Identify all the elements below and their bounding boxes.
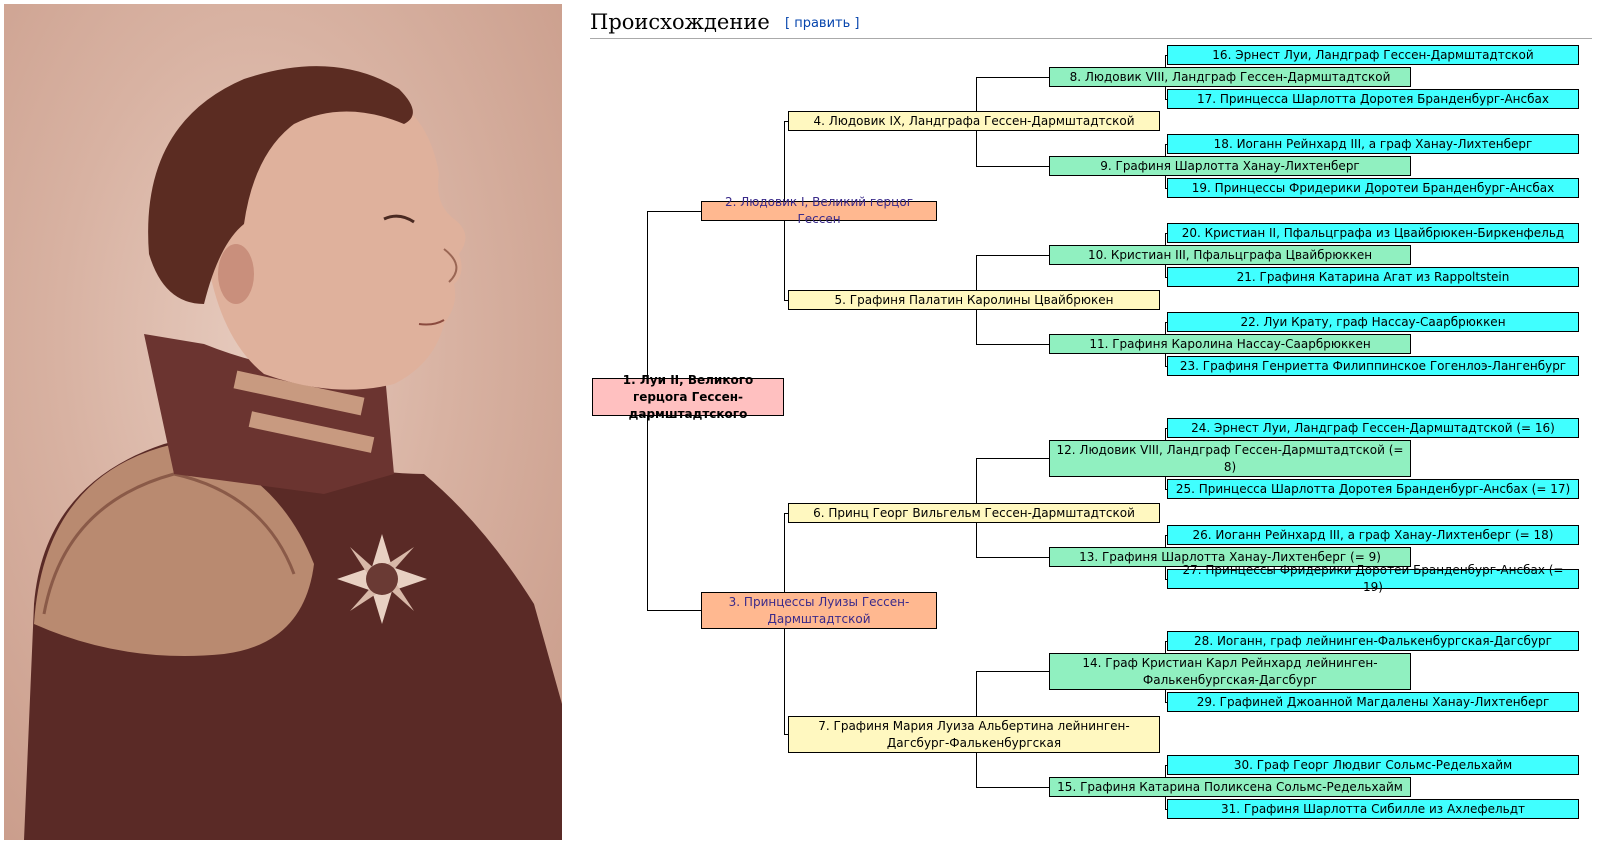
ancestor-8[interactable]: 8. Людовик VIII, Ландграф Гессен-Дармшта… (1049, 67, 1411, 87)
ancestor-2[interactable]: 2. Людовик I, Великий герцог Гессен (701, 195, 937, 226)
ancestor-1[interactable]: 1. Луи II, Великого герцога Гессен-дармш… (592, 373, 784, 421)
ancestor-3[interactable]: 3. Принцессы Луизы Гессен-Дармштадтской (701, 592, 937, 629)
connector-line (976, 671, 1049, 672)
ancestor-30[interactable]: 30. Граф Георг Людвиг Сольмс-Редельхайм (1167, 755, 1579, 775)
connector-line (1165, 144, 1167, 145)
ancestor-9[interactable]: 9. Графиня Шарлотта Ханау-Лихтенберг (1049, 156, 1411, 176)
ancestor-18[interactable]: 18. Иоганн Рейнхард III, а граф Ханау-Ли… (1167, 134, 1579, 154)
ancestor-10[interactable]: 10. Кристиан III, Пфальцграфа Цвайбрюкке… (1049, 245, 1411, 265)
ancestor-22[interactable]: 22. Луи Крату, граф Нассау-Саарбрюккен (1167, 312, 1579, 332)
portrait-image (4, 4, 562, 840)
ancestor-12[interactable]: 12. Людовик VIII, Ландграф Гессен-Дармшт… (1049, 440, 1411, 477)
section-title: Происхождение (590, 10, 770, 34)
connector-line (1165, 188, 1167, 189)
ancestor-4[interactable]: 4. Людовик IX, Ландграфа Гессен-Дармштад… (788, 111, 1160, 131)
ancestor-31[interactable]: 31. Графиня Шарлотта Сибилле из Ахлефель… (1167, 799, 1579, 819)
connector-line (1165, 366, 1167, 367)
ancestor-19[interactable]: 19. Принцессы Фридерики Доротеи Бранденб… (1167, 178, 1579, 198)
connector-line (976, 255, 1049, 256)
connector-line (647, 211, 701, 212)
ancestor-6[interactable]: 6. Принц Георг Вильгельм Гессен-Дармштад… (788, 503, 1160, 523)
connector-line (1165, 322, 1167, 323)
connector-line (1165, 765, 1167, 766)
ancestor-24[interactable]: 24. Эрнест Луи, Ландграф Гессен-Дармштад… (1167, 418, 1579, 438)
connector-line (1165, 579, 1167, 580)
connector-line (784, 121, 788, 122)
connector-line (1165, 233, 1167, 234)
connector-line (976, 166, 1049, 167)
portrait-drawing (24, 66, 562, 840)
edit-link-text[interactable]: [ править ] (785, 16, 860, 31)
connector-line (976, 344, 1049, 345)
connector-line (976, 557, 1049, 558)
ancestor-26[interactable]: 26. Иоганн Рейнхард III, а граф Ханау-Ли… (1167, 525, 1579, 545)
ancestor-13[interactable]: 13. Графиня Шарлотта Ханау-Лихтенберг (=… (1049, 547, 1411, 567)
ancestor-5[interactable]: 5. Графиня Палатин Каролины Цвайбрюкен (788, 290, 1160, 310)
connector-line (1165, 702, 1167, 703)
ancestor-27[interactable]: 27. Принцессы Фридерики Доротеи Бранденб… (1167, 563, 1579, 594)
ancestor-21[interactable]: 21. Графиня Катарина Агат из Rappoltstei… (1167, 267, 1579, 287)
connector-line (976, 787, 1049, 788)
connector-line (976, 77, 1049, 78)
connector-line (1165, 428, 1167, 429)
connector-line (1165, 99, 1167, 100)
ancestor-11[interactable]: 11. Графиня Каролина Нассау-Саарбрюккен (1049, 334, 1411, 354)
section-divider (590, 38, 1592, 39)
connector-line (1165, 641, 1167, 642)
ancestor-15[interactable]: 15. Графиня Катарина Поликсена Сольмс-Ре… (1049, 777, 1411, 797)
connector-line (784, 513, 788, 514)
connector-line (1165, 809, 1167, 810)
ancestor-29[interactable]: 29. Графиней Джоанной Магдалены Ханау-Ли… (1167, 692, 1579, 712)
ancestor-17[interactable]: 17. Принцесса Шарлотта Доротея Бранденбу… (1167, 89, 1579, 109)
ancestor-20[interactable]: 20. Кристиан II, Пфальцграфа из Цвайбрюк… (1167, 223, 1579, 243)
connector-line (1165, 277, 1167, 278)
connector-line (647, 610, 701, 611)
connector-line (784, 734, 788, 735)
ancestor-7[interactable]: 7. Графиня Мария Луиза Альбертина лейнин… (788, 716, 1160, 753)
ancestor-23[interactable]: 23. Графиня Генриетта Филиппинское Гоген… (1167, 356, 1579, 376)
ancestor-28[interactable]: 28. Иоганн, граф лейнинген-Фалькенбургск… (1167, 631, 1579, 651)
ancestor-25[interactable]: 25. Принцесса Шарлотта Доротея Бранденбу… (1167, 479, 1579, 499)
ancestor-14[interactable]: 14. Граф Кристиан Карл Рейнхард лейнинге… (1049, 653, 1411, 690)
connector-line (1165, 489, 1167, 490)
ancestor-16[interactable]: 16. Эрнест Луи, Ландграф Гессен-Дармштад… (1167, 45, 1579, 65)
connector-line (976, 458, 1049, 459)
connector-line (784, 300, 788, 301)
connector-line (1165, 535, 1167, 536)
connector-line (1165, 55, 1167, 56)
edit-link[interactable]: [ править ] (785, 16, 859, 31)
